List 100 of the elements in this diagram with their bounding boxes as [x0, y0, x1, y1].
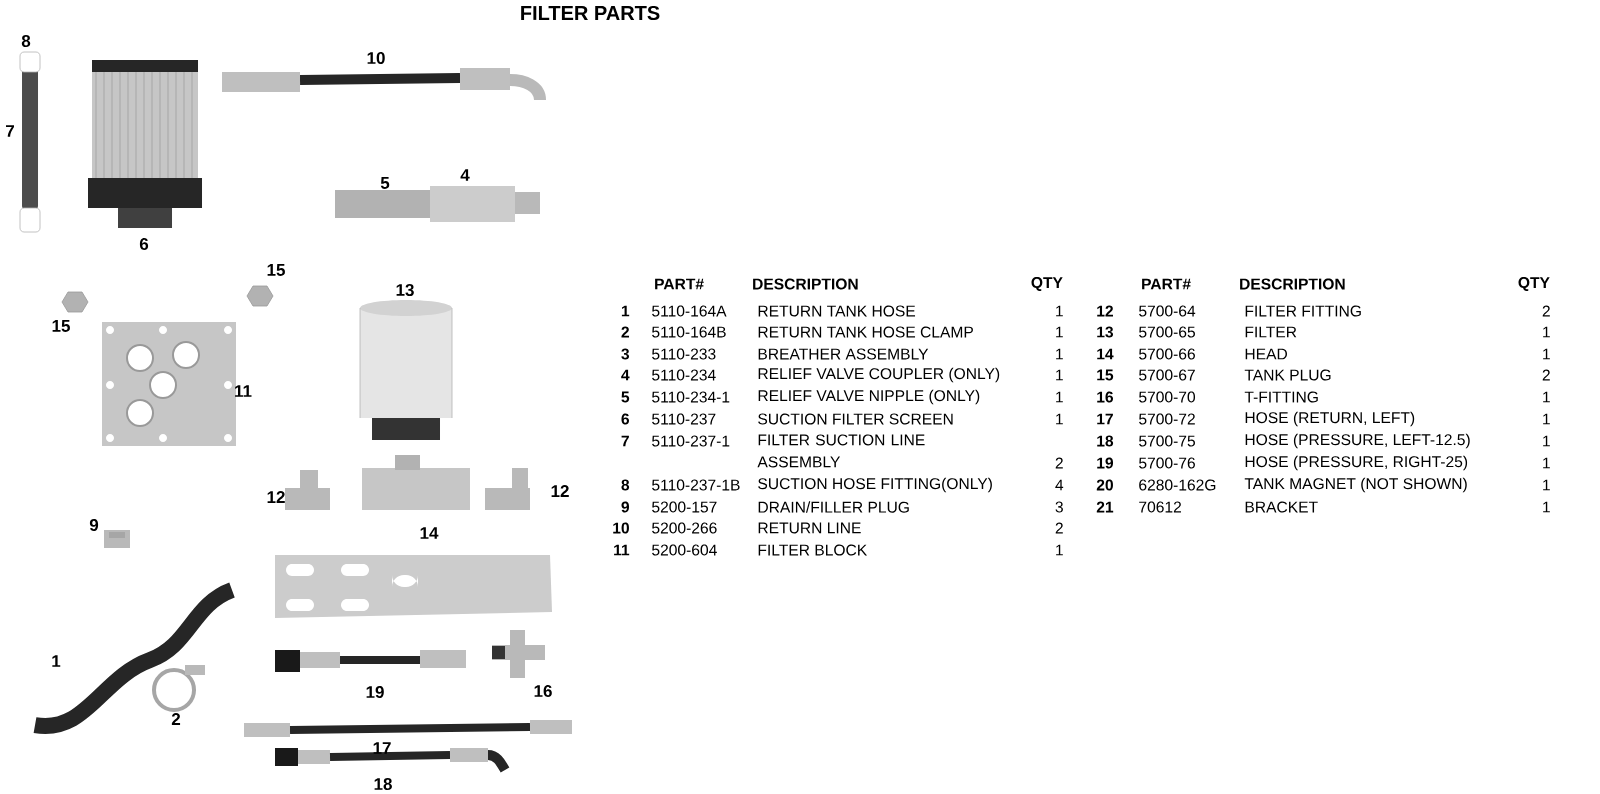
- item-number: 18: [1097, 435, 1114, 447]
- description-text: SUCTION FILTER SCREEN: [758, 413, 953, 425]
- quantity-text: 1: [1056, 391, 1063, 403]
- quantity-text: 1: [1543, 435, 1550, 447]
- quantity-text: 2: [1542, 305, 1550, 317]
- quantity-text: 1: [1056, 305, 1063, 317]
- item-number: 12: [1097, 305, 1113, 317]
- quantity-text: 1: [1543, 413, 1550, 425]
- item-number: 15: [1097, 369, 1114, 381]
- callout-number: 7: [6, 125, 14, 137]
- quantity-text: 4: [1055, 479, 1064, 491]
- description-text: BREATHER ASSEMBLY: [758, 348, 929, 360]
- part-number: 5700-70: [1139, 391, 1196, 403]
- callout-number: 15: [267, 264, 285, 276]
- description-text: RETURN TANK HOSE: [758, 305, 916, 317]
- item-number: 11: [614, 544, 630, 556]
- item-number: 19: [1097, 457, 1114, 469]
- item-number: 3: [621, 348, 630, 360]
- item-number: 14: [1097, 348, 1114, 360]
- description-text: SUCTION HOSE FITTING(ONLY): [758, 477, 992, 493]
- part-number: 5700-64: [1139, 305, 1196, 317]
- part-number: 5700-67: [1139, 369, 1195, 381]
- item-number: 1: [621, 305, 630, 317]
- callout-number: 9: [89, 519, 99, 531]
- callout-number: 12: [551, 485, 569, 497]
- item-number: 17: [1097, 413, 1113, 425]
- item-number: 4: [621, 369, 630, 381]
- description-text: HOSE (PRESSURE, LEFT-12.5): [1245, 433, 1470, 449]
- quantity-text: 1: [1056, 544, 1063, 556]
- part-number: 5200-157: [652, 501, 717, 513]
- quantity-text: 2: [1055, 457, 1063, 469]
- item-number: 13: [1097, 326, 1114, 338]
- quantity-text: 1: [1543, 457, 1550, 469]
- callout-number: 13: [396, 284, 414, 297]
- item-number: 9: [621, 501, 630, 513]
- callout-number: 5: [380, 177, 390, 189]
- quantity-text: 1: [1056, 413, 1063, 425]
- part-number: 5700-76: [1139, 457, 1195, 469]
- callout-number: 10: [367, 52, 385, 64]
- callout-number: 1: [52, 655, 61, 667]
- description-text: DRAIN/FILLER PLUG: [758, 501, 909, 513]
- callout-number: 6: [139, 238, 149, 250]
- description-text: FILTER SUCTION LINE ASSEMBLY: [757, 434, 925, 468]
- description-text: RETURN LINE: [758, 522, 861, 534]
- callout-number: 8: [21, 35, 31, 47]
- description-text: HEAD: [1245, 348, 1287, 360]
- callout-number: 17: [373, 742, 391, 754]
- quantity-text: 1: [1543, 391, 1550, 403]
- callout-number: 14: [420, 527, 439, 539]
- quantity-text: 2: [1055, 522, 1063, 534]
- description-text: T-FITTING: [1244, 391, 1318, 403]
- part-number: 5200-266: [652, 522, 717, 534]
- callout-number: 16: [534, 685, 552, 697]
- callout-number: 2: [171, 713, 181, 725]
- part-number: 5200-604: [652, 544, 717, 556]
- quantity-text: 1: [1543, 326, 1550, 338]
- part-number: 5110-237-1B: [652, 479, 740, 491]
- item-number: 10: [613, 522, 629, 534]
- column-header: QTY: [1518, 277, 1550, 291]
- item-number: 8: [621, 479, 630, 491]
- quantity-text: 1: [1056, 326, 1063, 338]
- item-number: 21: [1096, 501, 1114, 513]
- item-number: 20: [1096, 479, 1113, 491]
- callout-number: 4: [460, 169, 470, 181]
- quantity-text: 3: [1055, 501, 1063, 513]
- callout-number: 12: [267, 491, 285, 503]
- part-number: 5110-237: [652, 413, 716, 425]
- column-header: DESCRIPTION: [753, 278, 858, 290]
- item-number: 16: [1097, 391, 1114, 403]
- description-text: TANK PLUG: [1244, 369, 1331, 381]
- quantity-text: 1: [1543, 501, 1550, 513]
- column-header: QTY: [1031, 277, 1063, 291]
- part-number: 6280-162G: [1139, 479, 1216, 491]
- part-number: 5110-234-1: [652, 391, 730, 403]
- description-text: FILTER BLOCK: [758, 544, 867, 556]
- quantity-text: 2: [1542, 369, 1550, 381]
- description-text: TANK MAGNET (NOT SHOWN): [1244, 477, 1467, 493]
- description-text: RELIEF VALVE COUPLER (ONLY): [758, 367, 1000, 383]
- item-number: 2: [621, 326, 629, 338]
- quantity-text: 1: [1543, 479, 1550, 491]
- item-number: 5: [621, 391, 630, 403]
- title: FILTER PARTS: [521, 5, 660, 21]
- column-header: DESCRIPTION: [1240, 278, 1345, 290]
- callout-number: 19: [366, 686, 384, 698]
- description-text: HOSE (PRESSURE, RIGHT-25): [1245, 455, 1468, 471]
- part-number: 5700-75: [1139, 435, 1195, 447]
- quantity-text: 1: [1056, 348, 1063, 360]
- description-text: BRACKET: [1245, 501, 1318, 513]
- column-header: PART#: [655, 278, 704, 290]
- part-number: 5700-66: [1139, 348, 1195, 360]
- description-text: HOSE (RETURN, LEFT): [1245, 411, 1415, 427]
- part-number: 5700-72: [1139, 413, 1195, 425]
- callout-number: 18: [374, 778, 392, 790]
- description-text: RELIEF VALVE NIPPLE (ONLY): [758, 389, 980, 405]
- quantity-text: 1: [1543, 348, 1550, 360]
- callout-number: 11: [235, 385, 252, 397]
- part-number: 5110-233: [652, 348, 716, 360]
- part-number: 5110-237-1: [652, 435, 730, 447]
- part-number: 5110-164B: [652, 326, 726, 338]
- description-text: RETURN TANK HOSE CLAMP: [758, 326, 973, 338]
